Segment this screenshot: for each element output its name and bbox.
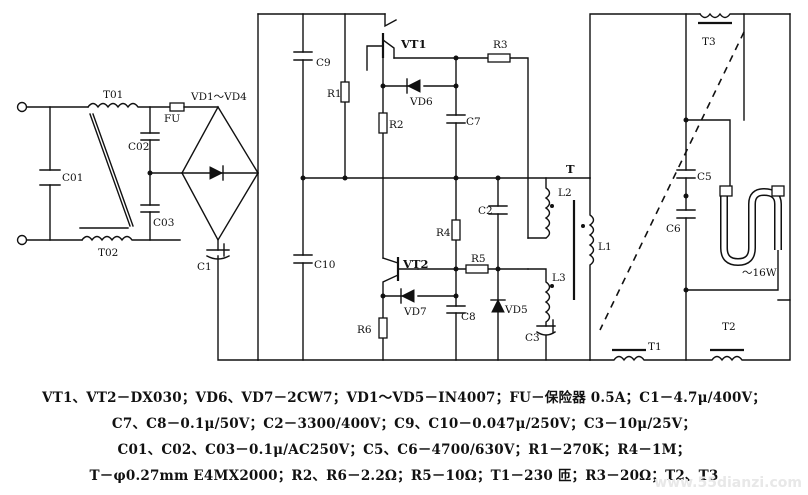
label-R4: R4 xyxy=(436,227,451,239)
label-T01: T01 xyxy=(103,89,123,101)
label-L1: L1 xyxy=(598,241,612,253)
label-C03: C03 xyxy=(153,217,174,229)
legend-line-3: C01、C02、C03－0.1μ/AC250V；C5、C6－4700/630V；… xyxy=(117,442,691,458)
label-T3: T3 xyxy=(702,36,716,48)
label-C02: C02 xyxy=(128,141,149,153)
output-section: T3 C5 C6 ～16W T1 T2 xyxy=(589,12,791,362)
input-terminal-bottom xyxy=(16,234,28,246)
watermark: www.55dianzi.com xyxy=(654,475,802,491)
legend-line-2: C7、C8－0.1μ/50V；C2－3300/400V；C9、C10－0.047… xyxy=(111,416,697,432)
label-L3: L3 xyxy=(552,272,566,284)
capacitors-c9-c10: C9 C10 xyxy=(293,13,335,361)
label-VD1-VD4: VD1～VD4 xyxy=(190,91,247,103)
label-FU: FU xyxy=(164,113,180,125)
inductor-L3-C3: L3 C3 xyxy=(525,268,566,361)
resistor-R1: R1 xyxy=(327,13,350,179)
label-C7: C7 xyxy=(466,116,481,128)
label-R1: R1 xyxy=(327,88,342,100)
label-T: T xyxy=(566,162,575,176)
label-C1: C1 xyxy=(197,261,212,273)
diode-VD5: VD5 xyxy=(490,268,528,361)
vd6-r2-c7: R2 VD6 C7 xyxy=(378,57,481,179)
label-lamp-16W: ～16W xyxy=(742,267,777,279)
resistor-R4: R4 xyxy=(436,177,461,271)
label-R3: R3 xyxy=(493,39,508,51)
label-C5: C5 xyxy=(697,171,712,183)
label-R2: R2 xyxy=(389,119,404,131)
label-L2: L2 xyxy=(558,187,572,199)
label-C3: C3 xyxy=(525,332,540,344)
bridge-rectifier xyxy=(181,105,259,242)
label-VD5: VD5 xyxy=(504,304,528,316)
label-T1: T1 xyxy=(648,341,662,353)
label-T2: T2 xyxy=(722,321,736,333)
label-C01: C01 xyxy=(62,172,83,184)
vd7-c8-r6: VD7 C8 R6 xyxy=(357,268,476,361)
input-filter: C01 T01 T02 FU C02 C03 VD1～VD4 xyxy=(16,89,247,259)
label-VD6: VD6 xyxy=(409,96,433,108)
label-VT2: VT2 xyxy=(402,257,428,271)
label-T02: T02 xyxy=(98,247,118,259)
inductor-L1: L1 xyxy=(581,177,612,361)
input-terminal-top xyxy=(16,101,28,113)
fuse xyxy=(169,102,185,112)
lamp-tube xyxy=(719,185,785,267)
legend-line-4: T－φ0.27mm E4MX2000；R2、R6－2.2Ω；R5－10Ω；T1－… xyxy=(89,468,719,484)
label-VT1: VT1 xyxy=(400,37,426,51)
transistor-VT1: VT1 R3 xyxy=(366,13,529,239)
label-C6: C6 xyxy=(666,223,681,235)
label-R5: R5 xyxy=(471,253,486,265)
capacitor-C2: C2 xyxy=(478,177,508,271)
legend-line-1: VT1、VT2－DX030；VD6、VD7－2CW7；VD1～VD5－IN400… xyxy=(42,390,766,406)
circuit-schematic: C01 T01 T02 FU C02 C03 VD1～VD4 xyxy=(16,12,791,362)
label-C8: C8 xyxy=(461,311,476,323)
label-VD7: VD7 xyxy=(403,306,427,318)
label-C9: C9 xyxy=(316,57,331,69)
dc-bus: C1 xyxy=(197,13,591,361)
transistor-VT2: VT2 R5 xyxy=(382,177,529,297)
label-C10: C10 xyxy=(314,259,335,271)
inductor-L2: L2 xyxy=(527,177,572,239)
label-R6: R6 xyxy=(357,324,372,336)
label-C2: C2 xyxy=(478,205,493,217)
